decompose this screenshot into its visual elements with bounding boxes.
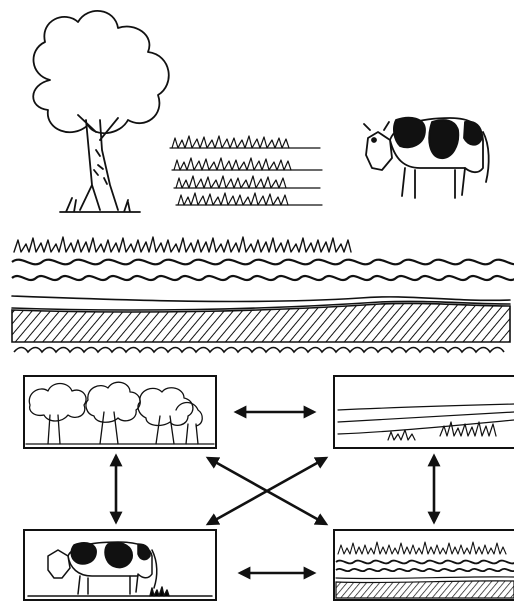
grass-icon xyxy=(170,136,322,205)
panel-soil xyxy=(334,530,514,600)
panel-field xyxy=(334,376,514,448)
cow-icon xyxy=(364,118,489,198)
soil-profile-icon xyxy=(12,237,514,352)
panel-forest xyxy=(24,376,216,448)
tree-icon xyxy=(33,11,169,212)
panel-cow xyxy=(24,530,216,600)
